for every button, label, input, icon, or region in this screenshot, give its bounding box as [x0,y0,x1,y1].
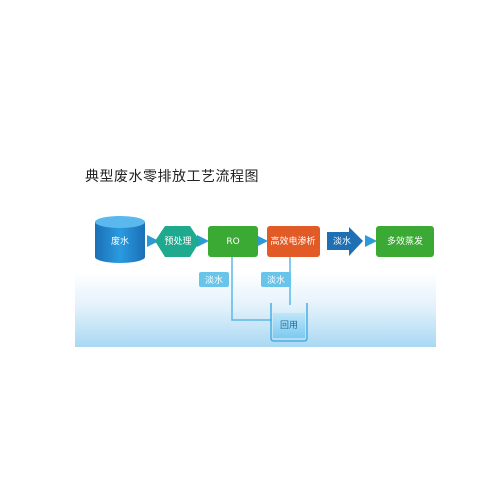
reuse-beaker: 回用 [270,303,308,342]
edr-fresh-water-tag: 淡水 [261,272,291,287]
beaker-outline [270,303,308,342]
pretreatment-node: 预处理 [155,226,200,257]
tank-body [95,222,145,263]
ro-fresh-water-tag: 淡水 [199,272,229,287]
reuse-label: 回用 [280,320,298,331]
edr-node: 高效电渗析 [267,226,320,257]
beaker-water [273,313,305,338]
wastewater-tank: 废水 [95,216,145,263]
evaporation-label: 多效蒸发 [387,235,423,247]
fresh-water-arrow-label: 淡水 [333,235,351,247]
ro-label: RO [226,237,239,247]
tank-top [95,216,145,228]
flow-line-ro-to-reuse [231,257,272,321]
wastewater-label: 废水 [111,235,129,247]
edr-fresh-water-tag-box [261,272,291,287]
ro-fresh-water-tag-box [199,272,229,287]
edr-box [267,226,320,257]
water-background [75,272,436,347]
ro-box [208,226,258,257]
evaporation-node: 多效蒸发 [376,226,434,257]
edr-fresh-water-tag-label: 淡水 [267,274,285,286]
edr-label: 高效电渗析 [270,235,315,247]
pretreatment-hexagon [155,226,200,257]
ro-node: RO [208,226,258,257]
fresh-water-arrow-shape [327,227,363,256]
diagram-title: 典型废水零排放工艺流程图 [85,169,259,185]
fresh-water-arrow: 淡水 [327,227,363,256]
ro-fresh-water-tag-label: 淡水 [205,274,223,286]
evaporation-box [376,226,434,257]
pretreatment-label: 预处理 [164,235,191,247]
